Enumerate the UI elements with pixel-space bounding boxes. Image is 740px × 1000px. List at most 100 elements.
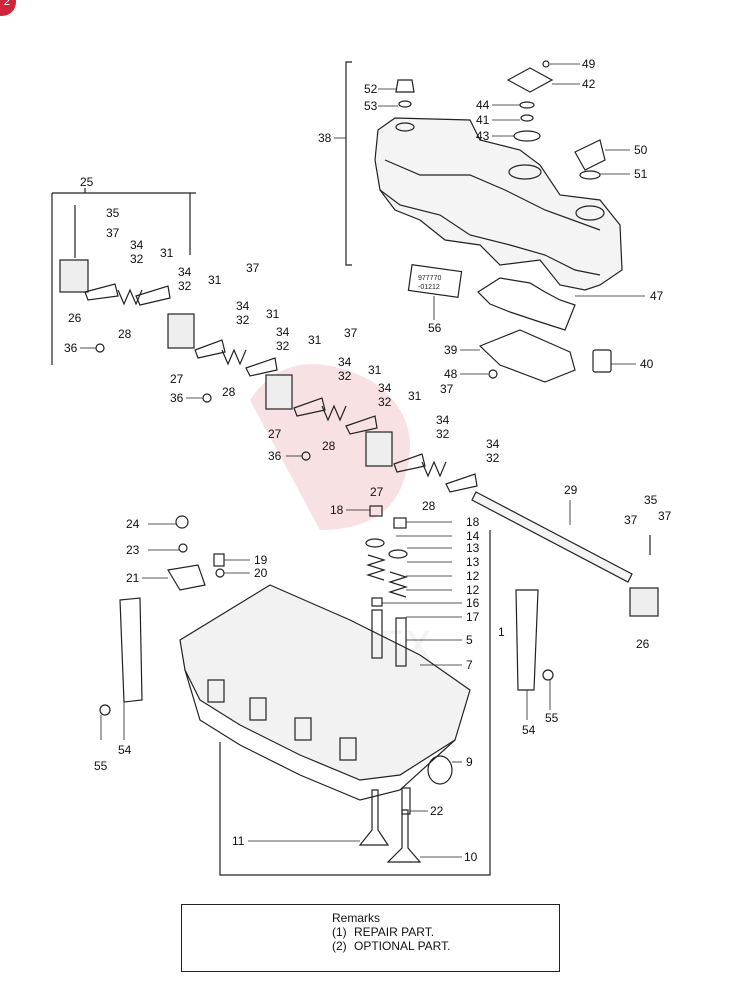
label-23: 23 <box>126 543 140 557</box>
label-49: 49 <box>582 57 596 71</box>
bracket-21 <box>167 564 206 591</box>
label-27-b: 27 <box>268 427 282 441</box>
spring-28-c <box>321 404 347 422</box>
rocker-arm-a1 <box>84 283 119 301</box>
label-25: 25 <box>80 175 94 189</box>
cylinder-head-group <box>99 505 554 876</box>
label-47: 47 <box>650 289 664 303</box>
label-32-e: 32 <box>338 369 352 383</box>
label-43: 43 <box>476 129 490 143</box>
label-26-left: 26 <box>68 311 82 325</box>
plate-42 <box>506 67 554 93</box>
label-21: 21 <box>126 571 140 585</box>
bolt-24 <box>175 515 189 529</box>
remark-text: OPTIONAL PART. <box>354 939 451 953</box>
ring-41 <box>520 114 534 122</box>
label-40: 40 <box>640 357 654 371</box>
label-11: 11 <box>232 834 245 848</box>
support-27-a <box>167 313 195 349</box>
lifting-eye-54-right <box>515 589 539 691</box>
label-32-d: 32 <box>276 339 290 353</box>
remark-code: (1) <box>332 925 347 939</box>
cap-52 <box>395 79 415 93</box>
sealant-tube-text-2: -01212 <box>418 284 440 291</box>
retainer-13a <box>365 538 385 548</box>
retainer-13b <box>388 549 408 559</box>
label-32-c: 32 <box>236 313 250 327</box>
label-18-a: 18 <box>330 503 344 517</box>
bracket-38 <box>345 61 352 266</box>
label-26-right: 26 <box>636 637 650 651</box>
remark-item: (1) REPAIR PART. <box>332 925 434 939</box>
rocker-arm-d2 <box>445 473 478 493</box>
valve-cover-ridge <box>384 159 601 231</box>
label-5: 5 <box>466 633 473 647</box>
remark-text: REPAIR PART. <box>354 925 435 939</box>
screw-49 <box>542 60 550 68</box>
label-53: 53 <box>364 99 378 113</box>
cap-18a <box>369 505 383 517</box>
label-31-c: 31 <box>266 307 280 321</box>
label-37-e: 37 <box>624 513 638 527</box>
label-51: 51 <box>634 167 648 181</box>
lifting-eye-54-left <box>119 597 143 703</box>
label-34-d: 34 <box>276 325 290 339</box>
remarks-box: Remarks (1)REPAIR PART. (2)OPTIONAL PART… <box>181 904 560 972</box>
rocker-arm-c1 <box>293 397 326 417</box>
label-31-f: 31 <box>408 389 422 403</box>
label-42: 42 <box>582 77 596 91</box>
diaphragm-43 <box>513 130 541 142</box>
valve-11 <box>358 789 390 846</box>
label-41: 41 <box>476 113 490 127</box>
valve-spring-12a <box>365 554 387 581</box>
label-28-d: 28 <box>422 499 436 513</box>
oil-filler-hole <box>575 205 605 221</box>
label-13-b: 13 <box>466 555 480 569</box>
label-14: 14 <box>466 529 480 543</box>
label-12-a: 12 <box>466 569 480 583</box>
label-9: 9 <box>466 755 473 769</box>
label-34-a: 34 <box>130 238 144 252</box>
bolt-36-a <box>95 343 105 353</box>
label-27-c: 27 <box>370 485 384 499</box>
rocker-arm-b2 <box>245 357 278 377</box>
label-54-right: 54 <box>522 723 536 737</box>
bracket-25 <box>51 192 196 365</box>
label-35-left: 35 <box>106 206 120 220</box>
label-22: 22 <box>430 804 444 818</box>
guide-5b <box>395 617 407 667</box>
rocker-assembly-group <box>51 188 659 617</box>
valve-cover-lower-lip <box>379 189 601 276</box>
seal-9 <box>427 755 453 785</box>
label-19: 19 <box>254 553 268 567</box>
label-34-h: 34 <box>486 437 500 451</box>
label-50: 50 <box>634 143 648 157</box>
rocker-arm-c2 <box>345 415 378 435</box>
part-labels: 38 52 53 49 42 44 41 43 50 51 47 56 39 4… <box>64 57 672 864</box>
label-7: 7 <box>466 658 473 672</box>
cylinder-head-7 <box>179 584 471 781</box>
bolt-55-left <box>99 704 111 716</box>
label-54-left: 54 <box>118 743 132 757</box>
label-34-f: 34 <box>378 381 392 395</box>
bolt-48 <box>488 369 498 379</box>
label-13-a: 13 <box>466 541 480 555</box>
cylinder-head-side <box>184 669 456 801</box>
label-32-g: 32 <box>436 427 450 441</box>
washer-20 <box>215 568 225 578</box>
label-31-d: 31 <box>308 333 322 347</box>
label-28-b: 28 <box>222 385 236 399</box>
rocker-shaft-29 <box>471 491 633 583</box>
port-4 <box>339 737 357 761</box>
support-26-left <box>59 259 89 293</box>
label-37-d: 37 <box>440 382 454 396</box>
label-35-right: 35 <box>644 493 658 507</box>
label-18-b: 18 <box>466 515 480 529</box>
sealant-tube-56 <box>407 263 463 299</box>
label-34-g: 34 <box>436 413 450 427</box>
label-29: 29 <box>564 483 578 497</box>
label-52: 52 <box>364 82 378 96</box>
label-39: 39 <box>444 343 458 357</box>
cap-18b <box>393 517 407 529</box>
